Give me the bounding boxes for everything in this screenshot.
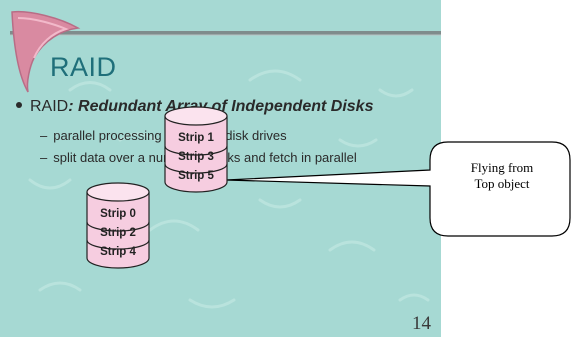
boomerang-logo: [11, 10, 81, 93]
bullet-separator: :: [68, 98, 79, 115]
bullet-emphasis: Redundant Array of Independent Disks: [78, 98, 374, 115]
disk-top: Strip 1 Strip 3 Strip 5: [164, 106, 228, 193]
strip-label: Strip 3: [178, 151, 214, 163]
background-pattern: [28, 69, 430, 309]
disk-bottom: Strip 0 Strip 2 Strip 4: [86, 182, 150, 269]
callout-line-1: Flying from: [470, 160, 534, 175]
callout-text: Flying from Top object: [432, 160, 572, 192]
slide-title: RAID: [50, 52, 117, 82]
callout-line-2: Top object: [474, 176, 530, 191]
page-number: 14: [412, 313, 431, 334]
bullet-prefix: RAID: [30, 98, 69, 115]
strip-label: Strip 5: [178, 170, 214, 182]
strip-label: Strip 1: [178, 132, 214, 144]
strip-label: Strip 4: [100, 246, 136, 258]
main-bullet: RAID: Redundant Array of Independent Dis…: [16, 98, 373, 116]
slide: RAID RAID: Redundant Array of Independen…: [0, 0, 441, 337]
strip-label: Strip 2: [100, 227, 136, 239]
bullet-dot: [16, 102, 22, 109]
slide-background: [10, 10, 441, 309]
strip-label: Strip 0: [100, 208, 136, 220]
callout-bubble: [225, 141, 571, 237]
